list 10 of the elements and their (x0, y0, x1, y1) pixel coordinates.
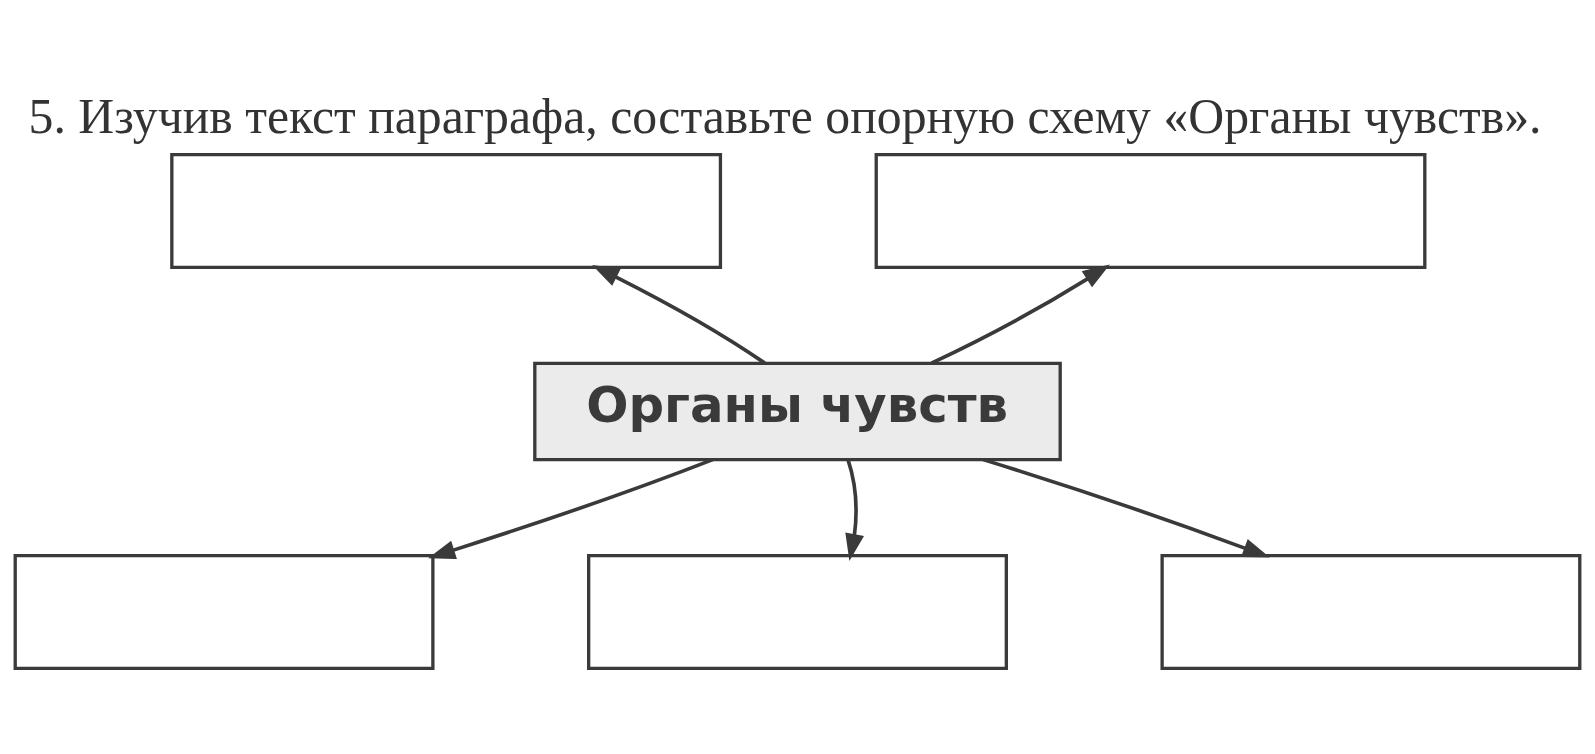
arrow (845, 458, 864, 561)
node-box (170, 152, 723, 269)
diagram-title: 5. Изучив текст параграфа, составьте опорную схему «Органы чувств». (28, 88, 1542, 144)
node-box: Органы чувств (533, 361, 1062, 461)
arrow (930, 264, 1110, 365)
arrow (592, 264, 766, 365)
node-box (587, 553, 1008, 670)
node-box (13, 553, 435, 670)
node-box (874, 152, 1427, 269)
node-box (1160, 553, 1582, 670)
